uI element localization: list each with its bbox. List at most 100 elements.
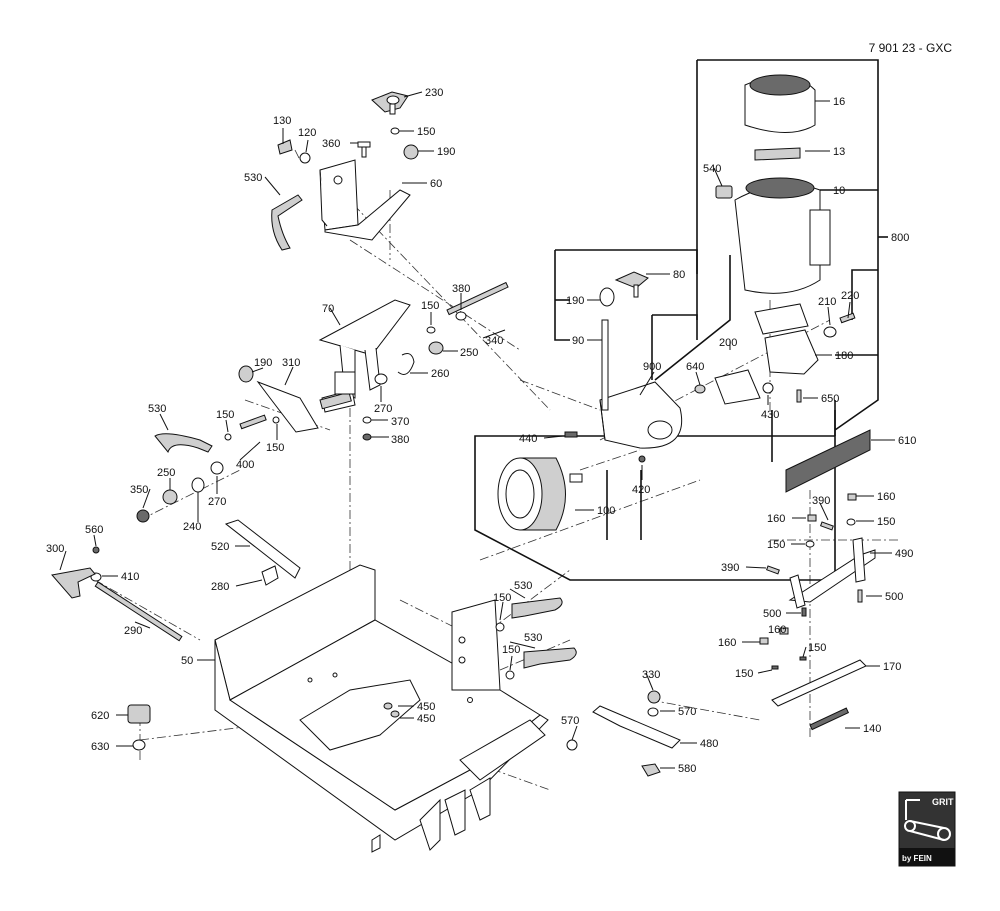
belt-grinder-icon	[904, 799, 951, 841]
part-label: 190	[437, 146, 455, 158]
part-label: 150	[735, 668, 753, 680]
part-label: 190	[254, 357, 272, 369]
logo-brand-text: GRIT	[932, 797, 954, 807]
motor-assembly	[694, 74, 856, 405]
part-label: 240	[183, 521, 201, 533]
part-label: 450	[417, 713, 435, 725]
logo-sub-text: by FEIN	[902, 854, 932, 863]
part-label: 140	[863, 723, 881, 735]
part-label: 10	[833, 185, 845, 197]
part-label: 490	[895, 548, 913, 560]
part-label: 210	[818, 296, 836, 308]
part-label: 580	[678, 763, 696, 775]
part-label: 400	[236, 459, 254, 471]
part-label: 450	[417, 701, 435, 713]
part-label: 370	[391, 416, 409, 428]
part-label: 80	[673, 269, 685, 281]
part-label: 180	[835, 350, 853, 362]
part-label: 340	[485, 335, 503, 347]
part-label: 170	[883, 661, 901, 673]
part-label: 150	[767, 539, 785, 551]
part-label: 230	[425, 87, 443, 99]
part-label: 250	[157, 467, 175, 479]
part-label: 560	[85, 524, 103, 536]
part-label: 70	[322, 303, 334, 315]
contact-wheel-100	[497, 457, 583, 531]
part-label: 380	[452, 283, 470, 295]
part-label: 270	[208, 496, 226, 508]
part-label: 520	[211, 541, 229, 553]
part-label: 100	[597, 505, 615, 517]
part-label: 440	[519, 433, 537, 445]
part-label: 530	[514, 580, 532, 592]
part-label: 160	[767, 513, 785, 525]
part-label: 220	[841, 290, 859, 302]
part-label: 260	[431, 368, 449, 380]
part-label: 630	[91, 741, 109, 753]
support-bracket-70	[318, 299, 411, 413]
part-label: 290	[124, 625, 142, 637]
part-label: 900	[643, 361, 661, 373]
part-label: 300	[46, 543, 64, 555]
part-label: 150	[493, 592, 511, 604]
part-label: 16	[833, 96, 845, 108]
part-label: 640	[686, 361, 704, 373]
part-label: 250	[460, 347, 478, 359]
part-label: 200	[719, 337, 737, 349]
part-label: 420	[632, 484, 650, 496]
part-label: 390	[812, 495, 830, 507]
part-label: 130	[273, 115, 291, 127]
belt-guard-900	[564, 271, 682, 463]
part-label: 360	[322, 138, 340, 150]
part-label: 650	[821, 393, 839, 405]
slide-bracket-520	[224, 519, 301, 586]
part-label: 530	[244, 172, 262, 184]
part-label: 280	[211, 581, 229, 593]
part-label: 150	[216, 409, 234, 421]
part-label: 190	[566, 295, 584, 307]
part-label: 50	[181, 655, 193, 667]
leader-lines	[59, 91, 895, 769]
part-label: 430	[761, 409, 779, 421]
part-label: 500	[885, 591, 903, 603]
part-label: 90	[572, 335, 584, 347]
part-label: 150	[266, 442, 284, 454]
part-label: 310	[282, 357, 300, 369]
part-label: 390	[721, 562, 739, 574]
small-hardware	[90, 127, 515, 718]
part-label: 530	[148, 403, 166, 415]
part-label: 350	[130, 484, 148, 496]
part-label: 150	[877, 516, 895, 528]
part-label: 380	[391, 434, 409, 446]
part-label: 120	[298, 127, 316, 139]
part-label: 150	[421, 300, 439, 312]
document-number: 7 901 23 - GXC	[869, 41, 953, 55]
part-label: 150	[417, 126, 435, 138]
part-label: 410	[121, 571, 139, 583]
part-label: 620	[91, 710, 109, 722]
cable-gland-620	[127, 704, 151, 751]
part-label: 150	[808, 642, 826, 654]
bracket-480	[566, 690, 681, 777]
tool-rest-assembly	[759, 429, 876, 731]
part-label: 160	[768, 624, 786, 636]
subassembly-frame	[474, 59, 888, 581]
brand-logo: GRIT by FEIN	[898, 791, 956, 867]
part-label: 160	[718, 637, 736, 649]
base-plate-50	[214, 564, 549, 853]
part-label: 800	[891, 232, 909, 244]
part-label: 570	[561, 715, 579, 727]
part-label: 610	[898, 435, 916, 447]
part-label: 480	[700, 738, 718, 750]
part-label: 330	[642, 669, 660, 681]
part-labels: 230 150 130 120 360 190 530 60 380 150 7…	[46, 87, 916, 775]
swivel-bracket-60	[319, 159, 411, 241]
star-knob-230	[371, 91, 409, 115]
part-label: 60	[430, 178, 442, 190]
clamp-levers	[51, 194, 577, 669]
part-label: 540	[703, 163, 721, 175]
part-label: 570	[678, 706, 696, 718]
part-label: 530	[524, 632, 542, 644]
part-label: 500	[763, 608, 781, 620]
